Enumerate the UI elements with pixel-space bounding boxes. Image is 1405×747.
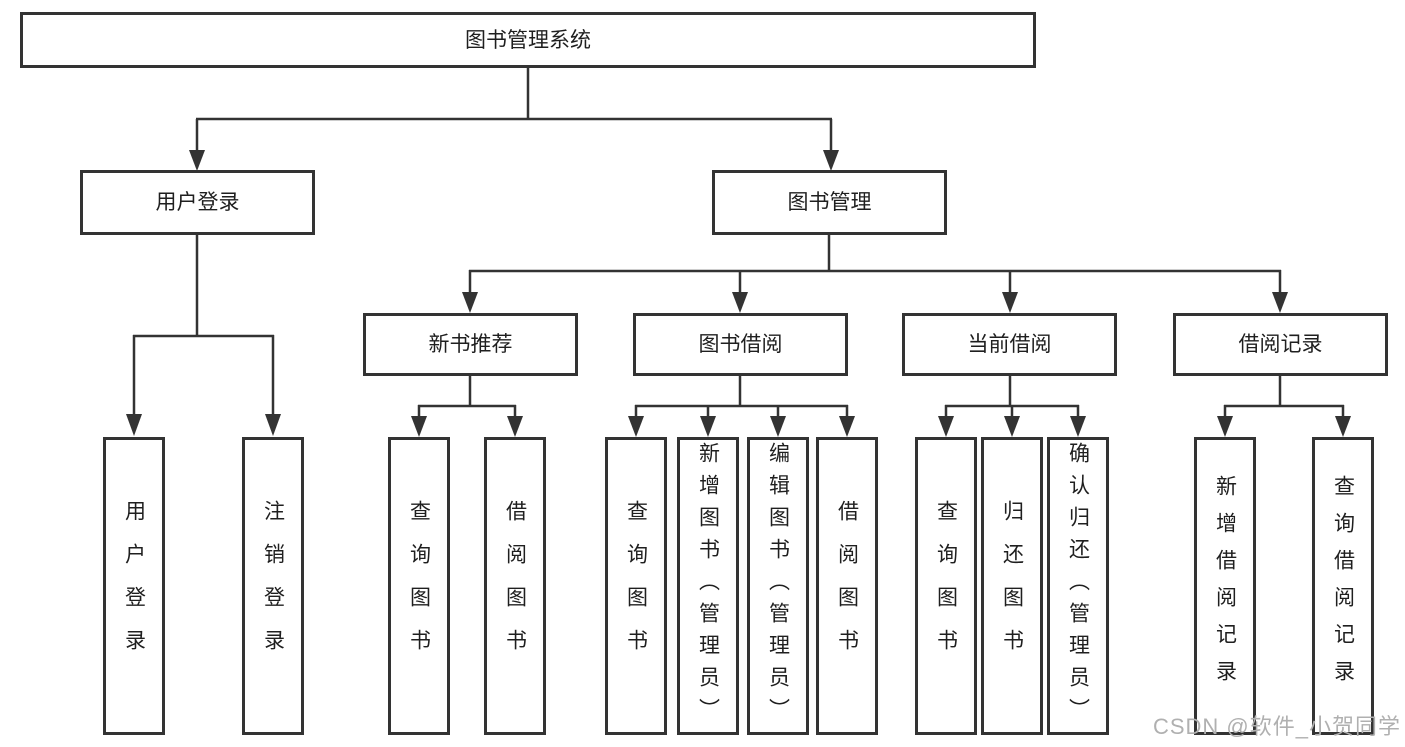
node-leaf-query-book-borrow-label: 查询图书 (624, 500, 648, 672)
node-root-label: 图书管理系统 (465, 28, 591, 52)
arrowhead-book-mgmt (823, 150, 839, 171)
node-borrow-records-label: 借阅记录 (1238, 333, 1323, 356)
node-leaf-query-book-rec-label: 查询图书 (407, 500, 431, 672)
node-leaf-borrow-book-label: 借阅图书 (835, 500, 859, 672)
arrowhead-leaf (507, 416, 523, 437)
node-leaf-logout-label: 注销登录 (261, 500, 285, 672)
arrowhead-user-login (189, 150, 205, 171)
node-leaf-user-login: 用户登录 (103, 437, 165, 735)
node-leaf-borrow-book-rec: 借阅图书 (484, 437, 546, 735)
node-leaf-confirm-return-admin-label: 确认归还（管理员） (1066, 442, 1090, 730)
arrowhead-leaf (628, 416, 644, 437)
node-leaf-borrow-book-rec-label: 借阅图书 (503, 500, 527, 672)
arrowhead-leaf (1004, 416, 1020, 437)
node-user-login: 用户登录 (80, 170, 315, 235)
node-root: 图书管理系统 (20, 12, 1036, 68)
node-book-mgmt-label: 图书管理 (787, 191, 872, 214)
node-book-borrow-label: 图书借阅 (698, 333, 783, 356)
node-leaf-return-book: 归还图书 (981, 437, 1043, 735)
node-current-borrow: 当前借阅 (902, 313, 1117, 376)
watermark: CSDN @软件_小贺同学 (1152, 714, 1401, 739)
arrowhead-leaf (938, 416, 954, 437)
arrowhead-leaf (1070, 416, 1086, 437)
node-leaf-add-book-admin-label: 新增图书（管理员） (696, 442, 720, 730)
node-leaf-confirm-return-admin: 确认归还（管理员） (1047, 437, 1109, 735)
node-leaf-query-borrow-record: 查询借阅记录 (1312, 437, 1374, 735)
arrowhead-leaf (1335, 416, 1351, 437)
node-leaf-edit-book-admin: 编辑图书（管理员） (747, 437, 809, 735)
node-leaf-query-book-current-label: 查询图书 (934, 500, 958, 672)
node-user-login-label: 用户登录 (155, 191, 240, 214)
node-leaf-return-book-label: 归还图书 (1000, 500, 1024, 672)
node-leaf-add-borrow-record: 新增借阅记录 (1194, 437, 1256, 735)
arrowhead-leaf (839, 416, 855, 437)
node-leaf-borrow-book: 借阅图书 (816, 437, 878, 735)
node-new-book-rec-label: 新书推荐 (428, 333, 513, 356)
node-new-book-rec: 新书推荐 (363, 313, 578, 376)
node-leaf-query-book-current: 查询图书 (915, 437, 977, 735)
arrowhead-leaf (1217, 416, 1233, 437)
node-book-mgmt: 图书管理 (712, 170, 947, 235)
arrowhead-leaf (700, 416, 716, 437)
node-borrow-records: 借阅记录 (1173, 313, 1388, 376)
arrowhead-login-leaf (126, 414, 142, 436)
node-leaf-logout: 注销登录 (242, 437, 304, 735)
node-leaf-query-book-rec: 查询图书 (388, 437, 450, 735)
node-leaf-user-login-label: 用户登录 (122, 500, 146, 672)
node-leaf-query-book-borrow: 查询图书 (605, 437, 667, 735)
arrowhead-leaf (411, 416, 427, 437)
node-leaf-add-borrow-record-label: 新增借阅记录 (1213, 475, 1237, 697)
arrowhead-new-rec (462, 292, 478, 313)
arrowhead-current-borrow (1002, 292, 1018, 313)
node-book-borrow: 图书借阅 (633, 313, 848, 376)
node-leaf-add-book-admin: 新增图书（管理员） (677, 437, 739, 735)
arrowhead-book-borrow (732, 292, 748, 313)
node-leaf-edit-book-admin-label: 编辑图书（管理员） (766, 442, 790, 730)
arrowhead-logout-leaf (265, 414, 281, 436)
node-leaf-query-borrow-record-label: 查询借阅记录 (1331, 475, 1355, 697)
arrowhead-borrow-records (1272, 292, 1288, 313)
node-current-borrow-label: 当前借阅 (967, 333, 1052, 356)
arrowhead-leaf (770, 416, 786, 437)
